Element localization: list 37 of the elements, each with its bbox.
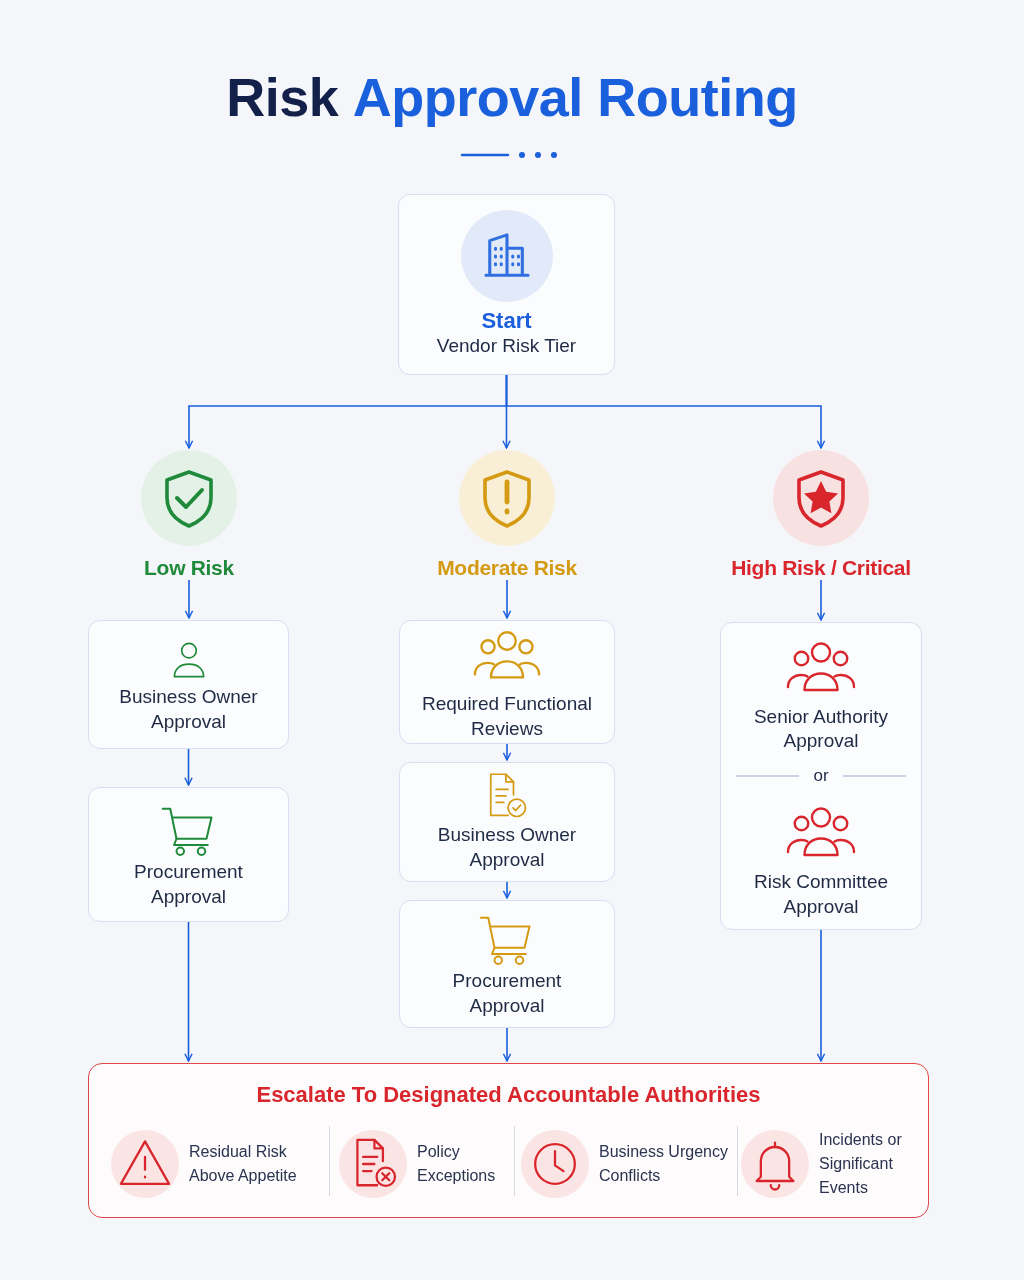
step-label: Procurement Approval bbox=[133, 859, 244, 909]
arrow bbox=[502, 743, 512, 761]
panel-heading: Escalate To Designated Accountable Authorities bbox=[255, 1082, 762, 1108]
tier-label: Moderate Risk bbox=[437, 556, 577, 580]
process-box bbox=[88, 787, 289, 922]
separator-word: or bbox=[812, 766, 830, 786]
arrow bbox=[816, 929, 826, 1062]
step-label: Procurement Approval bbox=[451, 969, 563, 1018]
step-label: Business Owner Approval bbox=[118, 684, 259, 734]
process-box bbox=[399, 900, 615, 1028]
step-label: Risk Committee Approval bbox=[752, 870, 890, 919]
escalation-label: Policy Exceptions bbox=[417, 1142, 497, 1186]
node-title: Start bbox=[481, 308, 532, 335]
node-label: Vendor Risk Tier bbox=[436, 334, 577, 359]
step-label: Required Functional Reviews bbox=[420, 692, 593, 741]
title: Risk Approval Routing bbox=[225, 66, 799, 128]
arrow bbox=[816, 579, 826, 621]
process-box bbox=[88, 620, 289, 749]
arrow bbox=[502, 1027, 512, 1062]
tier-label: Low Risk bbox=[144, 556, 234, 580]
arrow bbox=[502, 579, 512, 619]
step-label: Senior Authority Approval bbox=[752, 704, 890, 754]
process-box bbox=[399, 620, 615, 744]
escalation-label: Residual Risk Above Appetite bbox=[189, 1142, 298, 1186]
escalation-panel bbox=[88, 1063, 929, 1218]
process-box bbox=[399, 762, 615, 882]
escalation-label: Incidents or Significant Events bbox=[819, 1130, 903, 1198]
tier-label: High Risk / Critical bbox=[731, 556, 911, 580]
step-label: Business Owner Approval bbox=[436, 823, 578, 872]
process-box bbox=[398, 194, 615, 375]
arrow bbox=[505, 374, 826, 449]
process-box bbox=[720, 622, 922, 930]
escalation-label: Business Urgency Conflicts bbox=[599, 1142, 729, 1186]
arrow bbox=[184, 579, 194, 619]
arrow bbox=[184, 921, 193, 1062]
arrow bbox=[184, 748, 193, 786]
arrow bbox=[502, 881, 512, 899]
